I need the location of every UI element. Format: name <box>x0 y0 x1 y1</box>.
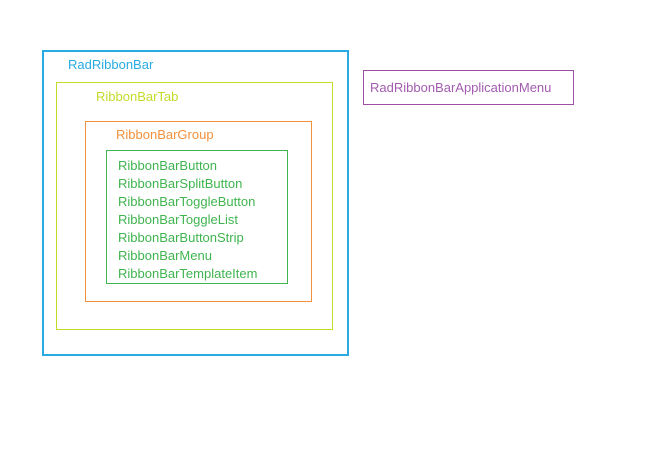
box-radribbonbarapplicationmenu: RadRibbonBarApplicationMenu <box>363 70 574 105</box>
list-item-ribbonbarbuttonstrip: RibbonBarButtonStrip <box>118 230 244 245</box>
list-item-ribbonbarmenu: RibbonBarMenu <box>118 248 212 263</box>
list-item-ribbonbarsplitbutton: RibbonBarSplitButton <box>118 176 243 191</box>
list-item-ribbonbartogglelist: RibbonBarToggleList <box>118 212 238 227</box>
box-ribbonbartab: RibbonBarTab RibbonBarGroup RibbonBarBut… <box>56 82 333 330</box>
radribbonbar-label: RadRibbonBar <box>68 57 154 72</box>
box-ribbonbargroup: RibbonBarGroup RibbonBarButton RibbonBar… <box>85 121 312 302</box>
list-item-ribbonbarbutton: RibbonBarButton <box>118 158 218 173</box>
radribbonbarapplicationmenu-label: RadRibbonBarApplicationMenu <box>370 80 552 95</box>
ribbonbartab-label: RibbonBarTab <box>96 89 179 104</box>
list-item-ribbonbartogglebutton: RibbonBarToggleButton <box>118 194 256 209</box>
box-radribbonbar: RadRibbonBar RibbonBarTab RibbonBarGroup… <box>42 50 349 356</box>
box-ribbonbar-item-list: RibbonBarButton RibbonBarSplitButton Rib… <box>106 150 288 284</box>
ribbonbargroup-label: RibbonBarGroup <box>116 127 214 142</box>
list-item-ribbonbartemplateitem: RibbonBarTemplateItem <box>118 266 258 281</box>
